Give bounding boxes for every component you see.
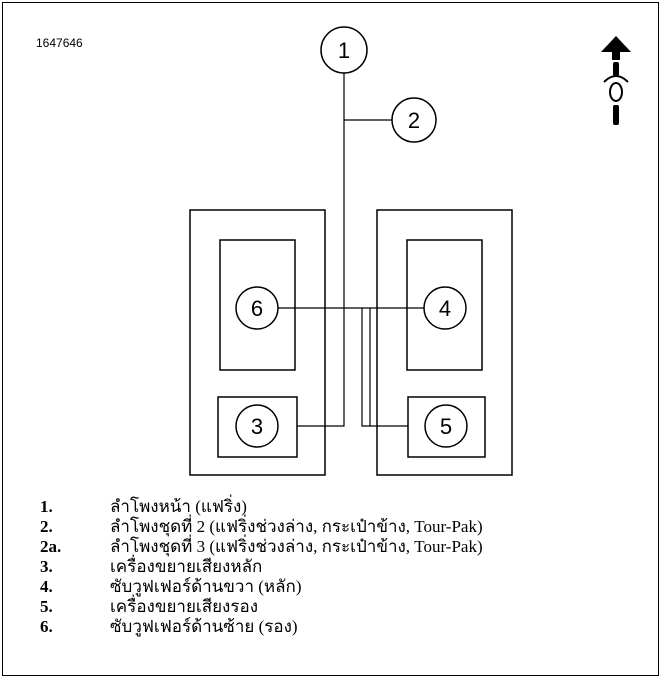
secondary-amplifier-box <box>407 396 486 458</box>
callout-2-label: 2 <box>408 108 420 133</box>
legend-number: 5. <box>40 597 53 616</box>
legend-item: 5. เครื่องขยายเสียงรอง <box>40 597 483 617</box>
legend-text: ลำโพงหน้า (แฟริ่ง) <box>110 497 247 516</box>
legend-text: ลำโพงชุดที่ 3 (แฟริ่งช่วงล่าง, กระเป๋าข้… <box>110 537 483 556</box>
legend-number: 4. <box>40 577 53 596</box>
legend-item: 4. ซับวูฟเฟอร์ด้านขวา (หลัก) <box>40 577 483 597</box>
callout-4 <box>423 286 467 330</box>
legend-text: ซับวูฟเฟอร์ด้านขวา (หลัก) <box>110 577 302 596</box>
callout-2 <box>391 97 437 143</box>
legend-number: 2. <box>40 517 53 536</box>
legend-text: ซับวูฟเฟอร์ด้านซ้าย (รอง) <box>110 617 298 636</box>
legend-number: 1. <box>40 497 53 516</box>
legend-item: 1. ลำโพงหน้า (แฟริ่ง) <box>40 497 483 517</box>
legend-number: 6. <box>40 617 53 636</box>
callout-6-label: 6 <box>251 296 263 321</box>
figure-id: 1647646 <box>36 36 83 50</box>
main-amplifier-box <box>217 396 298 458</box>
left-subwoofer-box <box>219 239 296 371</box>
legend-list: 1. ลำโพงหน้า (แฟริ่ง) 2. ลำโพงชุดที่ 2 (… <box>40 497 483 637</box>
right-subwoofer-box <box>406 239 483 371</box>
callout-5-label: 5 <box>440 414 452 439</box>
callout-6 <box>235 286 279 330</box>
legend-item: 3. เครื่องขยายเสียงหลัก <box>40 557 483 577</box>
callout-3 <box>235 404 279 448</box>
wiring-lines <box>277 73 425 427</box>
legend-text: เครื่องขยายเสียงรอง <box>110 597 259 616</box>
legend-number: 3. <box>40 557 53 576</box>
legend-number: 2a. <box>40 537 62 556</box>
callout-4-label: 4 <box>439 296 451 321</box>
callout-1-label: 1 <box>338 38 350 63</box>
left-saddlebag-box <box>189 209 326 476</box>
callout-1 <box>320 26 368 74</box>
legend-text: ลำโพงชุดที่ 2 (แฟริ่งช่วงล่าง, กระเป๋าข้… <box>110 517 483 536</box>
legend-item: 2a. ลำโพงชุดที่ 3 (แฟริ่งช่วงล่าง, กระเป… <box>40 537 483 557</box>
legend-item: 6. ซับวูฟเฟอร์ด้านซ้าย (รอง) <box>40 617 483 637</box>
legend-item: 2. ลำโพงชุดที่ 2 (แฟริ่งช่วงล่าง, กระเป๋… <box>40 517 483 537</box>
right-saddlebag-box <box>376 209 513 476</box>
legend-text: เครื่องขยายเสียงหลัก <box>110 557 263 576</box>
motorcycle-forward-icon <box>601 36 631 125</box>
callout-3-label: 3 <box>251 414 263 439</box>
callout-5 <box>424 404 468 448</box>
